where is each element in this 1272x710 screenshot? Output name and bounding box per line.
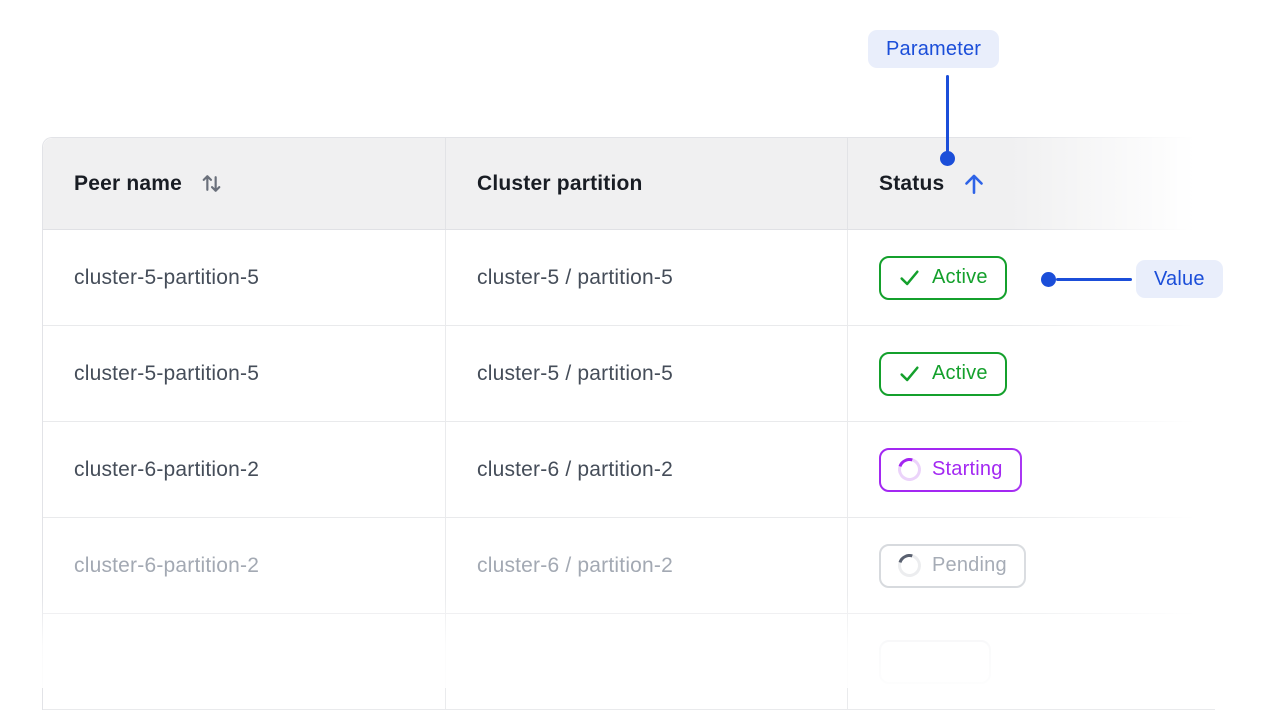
- cell-peer-name: cluster-5-partition-5: [43, 326, 446, 421]
- status-badge-partial: [879, 639, 991, 684]
- value-connector-line: [1056, 278, 1132, 281]
- check-icon: [898, 266, 921, 289]
- status-badge-active: Active: [879, 351, 1007, 396]
- status-badge-label: Pending: [932, 554, 1007, 576]
- status-badge-label: Starting: [932, 458, 1003, 480]
- value-connector-dot: [1041, 272, 1056, 287]
- column-header-label: Cluster partition: [477, 171, 643, 195]
- sort-both-icon[interactable]: [199, 170, 224, 197]
- cell-cluster-partition: cluster-5 / partition-5: [446, 230, 848, 325]
- cell-peer-name: [43, 614, 446, 709]
- parameter-connector-dot: [940, 151, 955, 166]
- peers-table-illustration: Peer name Cluster partition Status: [0, 30, 1272, 710]
- cell-peer-name: cluster-6-partition-2: [43, 518, 446, 613]
- status-badge-label: Active: [932, 266, 988, 288]
- cell-status: Active: [848, 326, 1215, 421]
- cell-status: Starting: [848, 422, 1215, 517]
- cell-peer-name: cluster-5-partition-5: [43, 230, 446, 325]
- table-row: cluster-5-partition-5 cluster-5 / partit…: [43, 230, 1215, 326]
- table-header-row: Peer name Cluster partition Status: [43, 138, 1215, 230]
- column-header-label: Status: [879, 171, 945, 195]
- status-badge-starting: Starting: [879, 447, 1022, 492]
- table-row: cluster-6-partition-2 cluster-6 / partit…: [43, 422, 1215, 518]
- column-header-label: Peer name: [74, 171, 183, 195]
- cell-cluster-partition: cluster-6 / partition-2: [446, 518, 848, 613]
- parameter-callout-pill: Parameter: [868, 30, 1000, 68]
- cell-status: [848, 614, 1215, 709]
- status-badge-pending: Pending: [879, 543, 1026, 588]
- peers-table: Peer name Cluster partition Status: [42, 137, 1215, 710]
- spinner-icon: [893, 549, 926, 582]
- table-row: cluster-5-partition-5 cluster-5 / partit…: [43, 326, 1215, 422]
- parameter-connector-line: [946, 75, 949, 152]
- value-callout-pill: Value: [1136, 260, 1223, 298]
- cell-cluster-partition: cluster-5 / partition-5: [446, 326, 848, 421]
- parameter-callout: Parameter: [868, 30, 1000, 68]
- table-row: cluster-6-partition-2 cluster-6 / partit…: [43, 518, 1215, 614]
- spinner-icon: [893, 453, 926, 486]
- status-badge-active: Active: [879, 255, 1007, 300]
- status-badge-label: Active: [932, 362, 988, 384]
- column-header-status[interactable]: Status: [848, 138, 1215, 229]
- column-header-peer-name[interactable]: Peer name: [43, 138, 446, 229]
- cell-cluster-partition: cluster-6 / partition-2: [446, 422, 848, 517]
- cell-cluster-partition: [446, 614, 848, 709]
- check-icon: [898, 362, 921, 385]
- value-callout: Value: [1136, 260, 1223, 298]
- cell-peer-name: cluster-6-partition-2: [43, 422, 446, 517]
- column-header-cluster-partition: Cluster partition: [446, 138, 848, 229]
- table-row: [43, 614, 1215, 710]
- cell-status: Pending: [848, 518, 1215, 613]
- cell-status: Active: [848, 230, 1215, 325]
- arrow-up-icon[interactable]: [961, 170, 987, 197]
